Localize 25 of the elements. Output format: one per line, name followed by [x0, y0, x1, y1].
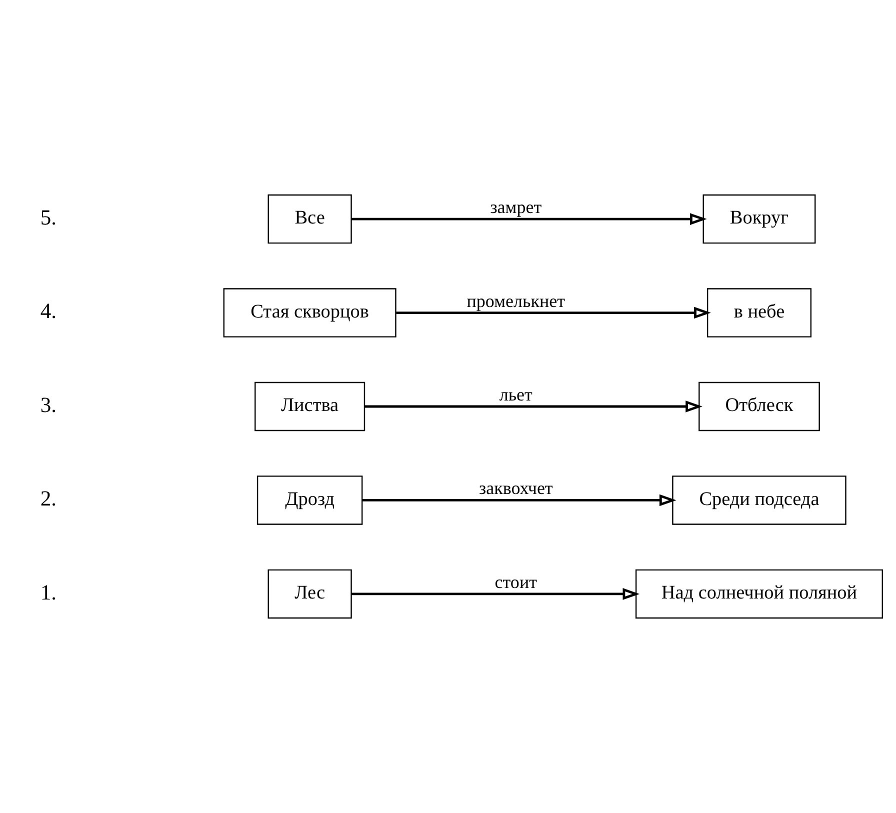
label: 4. — [40, 299, 57, 324]
node-box: Вокруг — [702, 194, 816, 244]
arrow — [364, 400, 702, 412]
label: 2. — [40, 486, 57, 511]
edge-label: льет — [499, 384, 532, 404]
arrow — [396, 306, 711, 319]
node-box: Отблеск — [698, 382, 820, 432]
edge-label: стоит — [494, 572, 537, 592]
arrow — [351, 588, 640, 600]
node-box: Листва — [254, 382, 366, 432]
arrow — [362, 494, 676, 506]
node-box: Над солнечной поляной — [635, 569, 883, 619]
edge-label: промелькнет — [466, 290, 565, 311]
label: 5. — [40, 205, 57, 230]
node-box: Лес — [268, 569, 352, 619]
node-box: Стая скворцов — [223, 288, 396, 338]
edge-label: заквохчет — [478, 478, 553, 498]
node-box: Дрозд — [256, 476, 363, 525]
node-box: Среди подседа — [672, 476, 846, 525]
edge-label: замрет — [490, 197, 542, 218]
arrow — [351, 213, 707, 225]
node-box: в небе — [706, 288, 812, 338]
label: 1. — [40, 580, 57, 604]
label: 3. — [40, 392, 57, 417]
node-box: Все — [268, 194, 352, 244]
